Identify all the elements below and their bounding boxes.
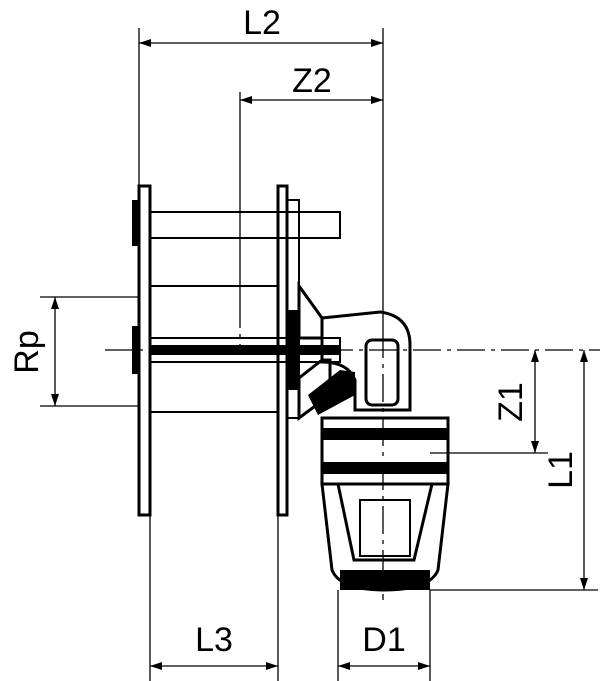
label-l1: L1: [542, 451, 580, 489]
label-z2: Z2: [292, 62, 332, 100]
label-z1: Z1: [492, 382, 530, 422]
label-d1: D1: [362, 621, 405, 659]
dimension-lines: [51, 39, 588, 670]
press-sleeve: [320, 416, 450, 592]
wall-bracket: [132, 184, 341, 517]
extension-lines: [40, 28, 598, 681]
label-l3: L3: [195, 621, 233, 659]
label-l2: L2: [243, 4, 281, 42]
label-rp: Rp: [8, 330, 46, 373]
elbow-fitting: [297, 281, 412, 421]
